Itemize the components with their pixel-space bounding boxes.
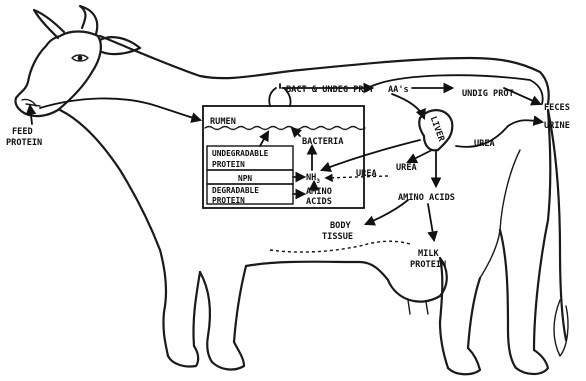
body-label: BODY [330, 221, 352, 231]
rump [534, 110, 550, 350]
tissue-label: TISSUE [322, 232, 353, 242]
rumen-amino-label: AMINO [306, 187, 332, 197]
rumen-label: RUMEN [210, 117, 236, 127]
milk-protein-label: PROTEIN [410, 260, 446, 270]
esophagus-arrow [40, 98, 200, 120]
milk-vein [270, 241, 410, 252]
ear [100, 37, 140, 54]
hind-hoof-left [448, 348, 480, 374]
npn-label: NPN [238, 174, 252, 183]
urine-label: URINE [544, 121, 570, 131]
bact-undeg-label: BACT & UNDEG PROT [286, 85, 374, 95]
degradable-label: DEGRADABLE [212, 186, 259, 195]
hind-hoof-right [516, 350, 548, 374]
urea-dashed-label: UREA [356, 169, 378, 179]
front-leg-back [193, 272, 200, 346]
front-hoof-left [168, 346, 198, 367]
aas-label: AA's [388, 85, 409, 95]
bacteria-label: BACTERIA [302, 137, 344, 147]
undig-prot-label: UNDIG PROT [462, 89, 514, 99]
feed-arrow [30, 106, 32, 124]
front-leg-front [160, 250, 168, 356]
undegradable-protein-label: PROTEIN [212, 160, 245, 169]
belly [246, 262, 388, 280]
feces-label: FECES [544, 103, 570, 113]
undegradable-label: UNDEGRADABLE [212, 149, 269, 158]
front-hoof-right [212, 342, 244, 369]
right-horn [80, 6, 97, 34]
feed-label: FEED [12, 127, 33, 137]
left-horn [34, 10, 64, 38]
liver-label: LIVER [428, 115, 447, 144]
amino-acids-label: AMINO ACIDS [398, 193, 455, 203]
degradable-protein-label: PROTEIN [212, 196, 245, 205]
neck-underside [60, 110, 160, 250]
urine-arrow [456, 120, 542, 147]
milk-label: MILK [418, 249, 440, 259]
urea-right-label: UREA [474, 139, 496, 149]
pupil [78, 56, 83, 61]
rumen-acids-label: ACIDS [306, 197, 332, 207]
feed-protein-label: PROTEIN [6, 138, 42, 148]
urea-liver-label: UREA [396, 163, 418, 173]
